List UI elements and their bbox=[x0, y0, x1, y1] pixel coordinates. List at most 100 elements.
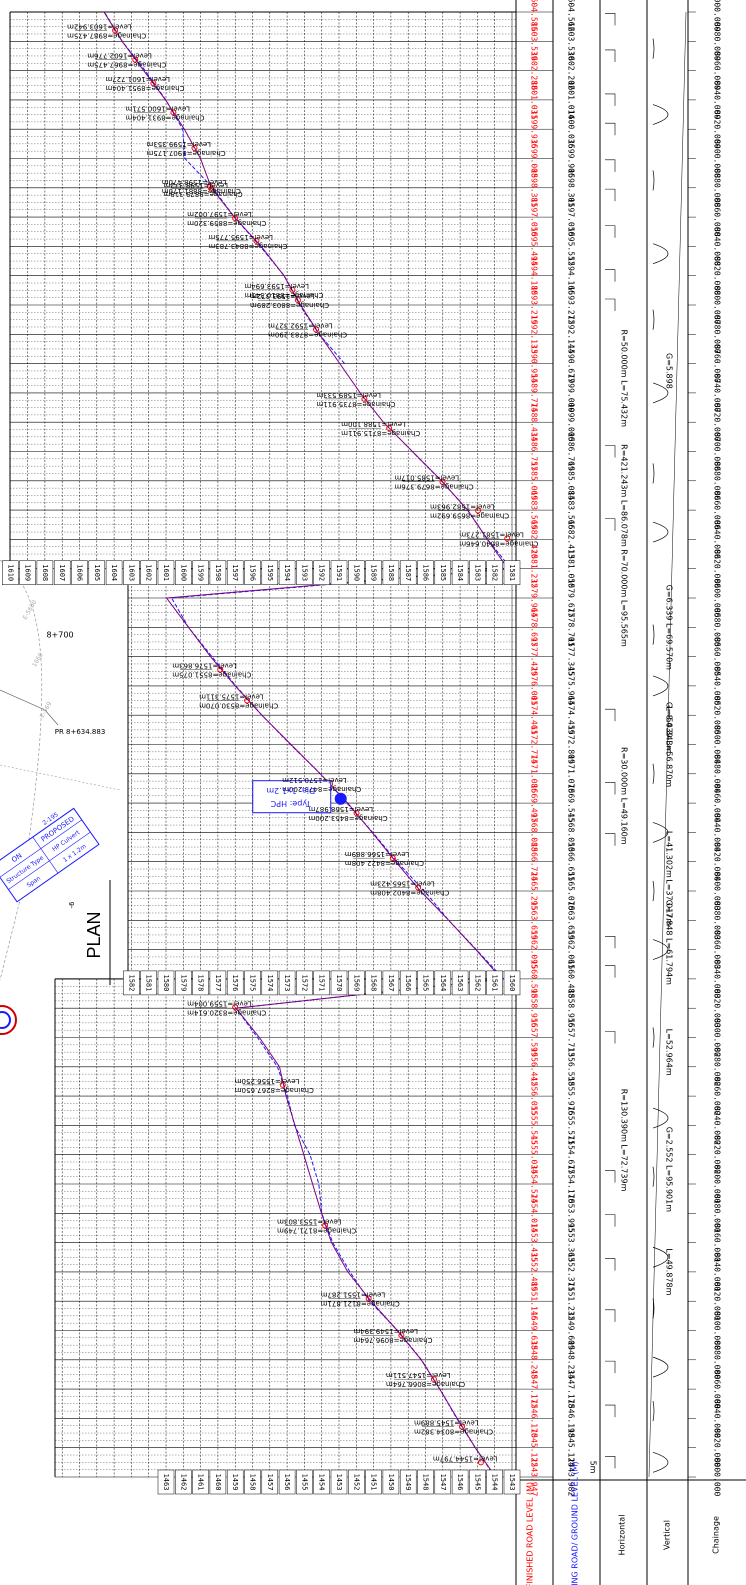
vertical-curve-glyph bbox=[652, 382, 669, 404]
vertical-curve-label: L=41.302m bbox=[665, 831, 674, 878]
elevation-tick-label: 1462 bbox=[179, 1474, 187, 1491]
chainage-value: 8140.000 bbox=[713, 1253, 722, 1292]
ip-level-label: Level=1603.942m bbox=[67, 22, 132, 30]
elevation-tick-box bbox=[88, 560, 106, 585]
elevation-tick-label: 1577 bbox=[214, 974, 222, 991]
chainage-value: 9000.000 bbox=[713, 0, 722, 31]
plan-symbol bbox=[0, 1011, 11, 1029]
elevation-tick-box bbox=[469, 560, 486, 585]
existing-level-value: 1597.050 bbox=[567, 198, 576, 237]
elevation-tick-label: 1565 bbox=[422, 974, 430, 991]
chainage-value: 8400.000 bbox=[713, 872, 722, 911]
existing-level-value: 1555.976 bbox=[567, 1077, 576, 1116]
chainage-value: 8180.000 bbox=[713, 1194, 722, 1233]
chainage-value: 8820.000 bbox=[713, 256, 722, 295]
elevation-tick-label: 1608 bbox=[41, 564, 49, 581]
existing-ground-line bbox=[103, 11, 513, 1478]
ip-marker bbox=[459, 1423, 466, 1430]
ip-marker bbox=[244, 697, 251, 704]
elevation-tick-label: 1582 bbox=[491, 564, 499, 581]
elevation-tick-label: 1572 bbox=[300, 974, 308, 991]
elevation-tick-box bbox=[244, 970, 261, 996]
ip-marker bbox=[322, 1222, 329, 1229]
ip-level-label: Level=1565.423m bbox=[370, 879, 435, 887]
ip-level-label: Level=1547.511m bbox=[386, 1371, 451, 1379]
vertical-band-axis bbox=[648, 11, 687, 1478]
finished-level-value: 1593.219 bbox=[530, 286, 539, 325]
elevation-tick-box bbox=[503, 560, 521, 585]
elevation-tick-label: 1598 bbox=[214, 564, 222, 581]
elevation-tick-label: 1606 bbox=[76, 564, 84, 581]
ip-chainage-label: Chainage=8096.764m bbox=[353, 1336, 432, 1344]
elevation-tick-box bbox=[348, 1469, 365, 1495]
existing-level-value: 1592.144 bbox=[567, 315, 576, 354]
existing-level-value: 1602.202 bbox=[567, 51, 576, 90]
finished-level-value: 1599.936 bbox=[530, 110, 539, 149]
plan-road-edge bbox=[0, 559, 43, 981]
ip-chainage-label: Chainage=8473.200m bbox=[282, 785, 361, 793]
plan-stamp-divider bbox=[8, 831, 91, 890]
finished-level-value: 1588.434 bbox=[530, 403, 539, 442]
elevation-tick-box bbox=[226, 970, 244, 996]
elevation-tick-box bbox=[226, 560, 244, 585]
elevation-tick-label: 1583 bbox=[473, 564, 481, 581]
finished-level-value: 1563.659 bbox=[530, 901, 539, 940]
chainage-value: 8440.000 bbox=[713, 813, 722, 852]
elevation-tick-label: 1600 bbox=[179, 564, 187, 581]
elevation-tick-label: 1546 bbox=[456, 1474, 464, 1491]
ip-chainage-label: Chainage=8320.614m bbox=[187, 1008, 266, 1016]
existing-level-value: 1579.677 bbox=[567, 579, 576, 618]
chainage-value: 8520.000 bbox=[713, 696, 722, 735]
elevation-tick-label: 1592 bbox=[318, 564, 326, 581]
finished-level-value: 1552.489 bbox=[530, 1253, 539, 1292]
horizontal-step-mark bbox=[605, 93, 616, 106]
elevation-tick-box bbox=[417, 1469, 434, 1495]
elevation-tick-box bbox=[365, 970, 382, 996]
finished-level-value: 1582.420 bbox=[530, 520, 539, 559]
horizontal-step-mark bbox=[605, 833, 616, 846]
elevation-tick-label: 1601 bbox=[162, 564, 170, 581]
elevation-tick-box bbox=[365, 560, 382, 585]
elevation-tick-box bbox=[19, 560, 36, 585]
elevation-tick-box bbox=[399, 1469, 417, 1495]
datum-label: 5m bbox=[589, 1461, 598, 1474]
elevation-tick-box bbox=[53, 560, 71, 585]
elevation-tick-box bbox=[261, 560, 279, 585]
ip-level-label: Level=1593.694m bbox=[244, 282, 309, 290]
elevation-tick-box bbox=[417, 560, 434, 585]
chainage-value: 8420.000 bbox=[713, 842, 722, 881]
finished-level-value: 1576.001 bbox=[530, 667, 539, 706]
elevation-tick-label: 1593 bbox=[300, 564, 308, 581]
vertical-curve-glyph bbox=[652, 243, 669, 265]
finished-level-value: 1557.599 bbox=[530, 1018, 539, 1057]
existing-level-value: 1572.809 bbox=[567, 725, 576, 764]
existing-level-value: 1543.982 bbox=[567, 1458, 576, 1497]
culvert-dia-label: Dia: 1x1.2m bbox=[266, 786, 315, 795]
culvert-marker bbox=[334, 792, 347, 805]
horizontal-step-mark bbox=[605, 1404, 616, 1418]
ip-chainage-label: Chainage=8987.475m bbox=[67, 31, 146, 39]
elevation-tick-label: 1544 bbox=[491, 1474, 499, 1491]
finished-level-value: 1562.095 bbox=[530, 930, 539, 969]
elevation-tick-label: 1576 bbox=[231, 974, 239, 991]
finished-level-value: 1578.697 bbox=[530, 608, 539, 647]
header-horizontal: Horizontal bbox=[618, 1515, 627, 1556]
plan-gridline-label: E-569 bbox=[39, 701, 54, 720]
elevation-tick-label: 1595 bbox=[266, 564, 274, 581]
elevation-tick-box bbox=[348, 560, 365, 585]
elevation-tick-box bbox=[503, 1469, 521, 1495]
vertical-curve-label: L=52.964m bbox=[665, 1029, 674, 1076]
chainage-value: 8120.000 bbox=[713, 1282, 722, 1321]
elevation-tick-box bbox=[365, 1469, 382, 1495]
elevation-tick-box bbox=[486, 970, 503, 996]
existing-level-value: 1583.566 bbox=[567, 491, 576, 530]
ip-level-label: Level=1595.775m bbox=[208, 233, 273, 241]
ip-level-label: Level=1599.353m bbox=[146, 140, 211, 148]
elevation-tick-label: 1602 bbox=[145, 564, 153, 581]
elevation-tick-box bbox=[434, 560, 452, 585]
vertical-curve-label: L=49.878m bbox=[665, 1248, 674, 1295]
vertical-curve-glyph bbox=[652, 463, 655, 484]
finished-level-value: 1549.638 bbox=[530, 1311, 539, 1350]
ip-chainage-label: Chainage=8034.382m bbox=[414, 1428, 493, 1436]
profile-grid bbox=[9, 0, 746, 1585]
